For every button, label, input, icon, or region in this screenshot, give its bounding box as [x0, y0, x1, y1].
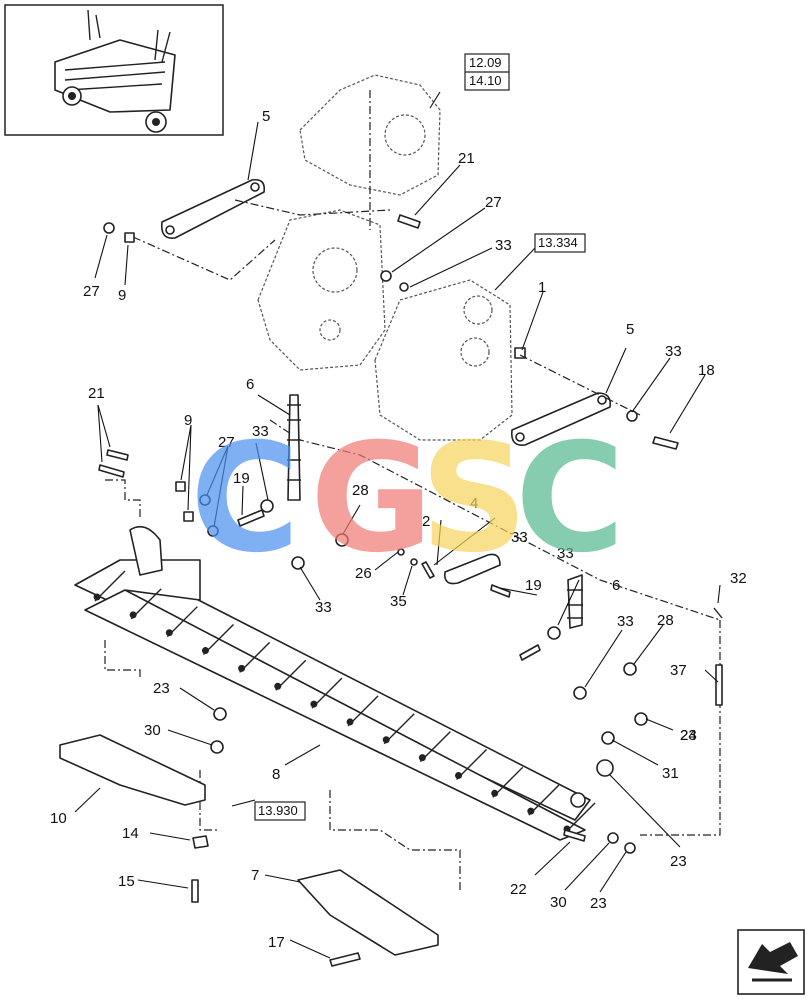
callout-label: 32	[730, 570, 747, 587]
callout-label: 31	[662, 765, 679, 782]
watermark: C G S C	[190, 412, 625, 586]
callout-label: 33	[665, 343, 682, 360]
callout-label: 5	[626, 321, 634, 338]
slat-bolt	[201, 647, 209, 655]
slat-bolt	[93, 593, 101, 601]
cover-plate-left	[59, 734, 206, 806]
callout-label: 8	[272, 766, 280, 783]
slat-bolt	[418, 754, 426, 762]
callout-labels: 1 2 4 5 5 6 6 7 8 9 9 10 14 15 17 18 19 …	[50, 108, 747, 951]
middle-gearbox-ghost	[257, 209, 386, 371]
watermark-letter: G	[310, 412, 433, 586]
callout-label: 23	[590, 895, 607, 912]
ref-box-frame: 13.930	[254, 801, 306, 821]
ref-box-label: 13.930	[258, 803, 298, 818]
callout-label: 15	[118, 873, 135, 890]
callout-label: 30	[144, 722, 161, 739]
callout-label: 27	[218, 434, 235, 451]
callout-label: 33	[511, 529, 528, 546]
callout-label: 33	[495, 237, 512, 254]
watermark-letter: C	[515, 412, 625, 586]
callout-label: 23	[680, 727, 697, 744]
plate-part	[443, 553, 501, 585]
hardware	[98, 214, 723, 967]
callout-label: 24	[680, 727, 697, 744]
upper-gearbox-ghost	[299, 74, 441, 230]
callout-label: 9	[118, 287, 126, 304]
ref-box-label: 13.334	[538, 235, 578, 250]
callout-label: 37	[670, 662, 687, 679]
callout-label: 7	[251, 867, 259, 884]
callout-label: 5	[262, 108, 270, 125]
ref-box-label: 14.10	[469, 73, 502, 88]
watermark-letter: S	[420, 412, 528, 586]
callout-label: 27	[83, 283, 100, 300]
ref-box-label: 12.09	[469, 55, 502, 70]
link-arm-upper	[160, 178, 266, 239]
callout-label: 23	[153, 680, 170, 697]
callout-label: 1	[538, 279, 546, 296]
callout-label: 10	[50, 810, 67, 827]
callout-label: 28	[352, 482, 369, 499]
chain-link-lower	[567, 574, 583, 629]
callout-label: 22	[510, 881, 527, 898]
callout-label: 2	[422, 513, 430, 530]
callout-label: 27	[485, 194, 502, 211]
leader-lines	[74, 91, 721, 959]
next-page-arrow-icon[interactable]	[737, 929, 805, 995]
callout-label: 30	[550, 894, 567, 911]
conveyor-frame	[74, 525, 596, 841]
ref-box-upper: 12.09 14.10	[464, 53, 510, 91]
ref-box-gearbox: 13.334	[534, 233, 586, 253]
callout-label: 18	[698, 362, 715, 379]
watermark-letter: C	[190, 412, 300, 586]
callout-label: 33	[252, 423, 269, 440]
callout-label: 33	[617, 613, 634, 630]
gearbox-housing	[374, 279, 526, 441]
callout-label: 23	[670, 853, 687, 870]
callout-label: 26	[355, 565, 372, 582]
callout-label: 9	[184, 412, 192, 429]
cover-plate-bottom	[297, 869, 439, 956]
slat-bolt	[527, 807, 535, 815]
slat-bolt	[165, 629, 173, 637]
callout-label: 6	[612, 577, 620, 594]
slat-bolt	[274, 682, 282, 690]
callout-label: 33	[315, 599, 332, 616]
callout-label: 4	[470, 495, 478, 512]
callout-label: 14	[122, 825, 139, 842]
callout-label: 28	[657, 612, 674, 629]
callout-label: 19	[233, 470, 250, 487]
slat-bolt	[491, 789, 499, 797]
thumbnail-inset	[4, 4, 224, 136]
callout-label: 35	[390, 593, 407, 610]
callout-label: 17	[268, 934, 285, 951]
callout-label: 21	[458, 150, 475, 167]
chain-link-upper	[287, 394, 301, 501]
callout-label: 6	[246, 376, 254, 393]
slat-bolt	[310, 700, 318, 708]
callout-label: 33	[557, 545, 574, 562]
slat-bolt	[238, 664, 246, 672]
slat-bolt	[129, 611, 137, 619]
callout-label: 21	[88, 385, 105, 402]
slat-bolt	[455, 771, 463, 779]
slat-bolt	[382, 736, 390, 744]
callout-label: 19	[525, 577, 542, 594]
slat-bolt	[346, 718, 354, 726]
